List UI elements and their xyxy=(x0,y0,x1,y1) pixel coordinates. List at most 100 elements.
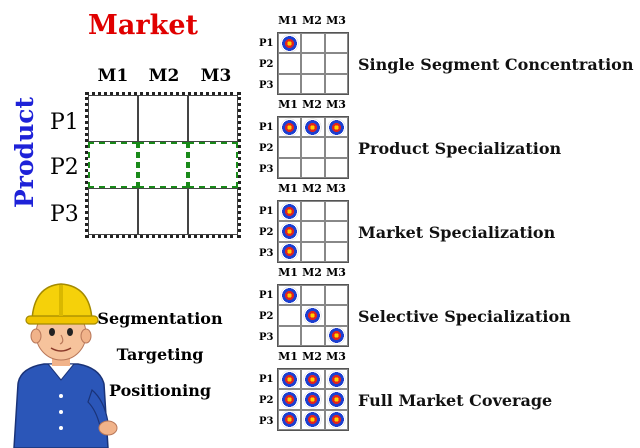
matrix-cell xyxy=(324,201,348,222)
matrix-cell xyxy=(324,409,348,430)
matrix-cell xyxy=(324,137,348,158)
target-icon xyxy=(281,222,299,240)
strategy-matrix xyxy=(277,368,349,431)
construction-worker-icon xyxy=(13,283,118,448)
matrix-cell xyxy=(278,409,302,430)
matrix-cell xyxy=(324,325,348,346)
matrix-cell xyxy=(278,389,302,410)
grid-cell xyxy=(88,95,138,142)
mini-row-label: P2 xyxy=(259,227,274,238)
matrix-cell xyxy=(324,305,348,326)
strategy-label: Single Segment Concentration xyxy=(358,55,634,74)
strategy-label: Market Specialization xyxy=(358,223,556,242)
target-icon xyxy=(327,390,345,408)
big-col-label: M1 xyxy=(97,66,129,86)
mini-col-label: M2 xyxy=(302,98,322,111)
target-icon xyxy=(327,370,345,388)
target-icon xyxy=(281,118,299,136)
mini-col-label: M2 xyxy=(302,350,322,363)
target-icon xyxy=(304,306,322,324)
strategy-matrix xyxy=(277,116,349,179)
matrix-cell xyxy=(278,117,302,138)
target-icon xyxy=(327,327,345,345)
strategy-matrix xyxy=(277,32,349,95)
matrix-cell xyxy=(324,221,348,242)
matrix-cell xyxy=(301,201,325,222)
mini-col-label: M2 xyxy=(302,182,322,195)
matrix-cell xyxy=(278,53,302,74)
matrix-cell xyxy=(301,241,325,262)
target-icon xyxy=(304,370,322,388)
mini-row-label: P3 xyxy=(259,332,274,343)
mini-row-label: P3 xyxy=(259,164,274,175)
matrix-cell xyxy=(301,285,325,306)
grid-cell-highlighted xyxy=(88,141,138,189)
matrix-cell xyxy=(278,73,302,94)
strategy-matrix xyxy=(277,284,349,347)
big-col-label: M3 xyxy=(200,66,232,86)
mini-col-label: M1 xyxy=(278,182,298,195)
grid-cell xyxy=(88,188,138,235)
matrix-cell xyxy=(301,137,325,158)
market-title: Market xyxy=(88,10,198,41)
matrix-cell xyxy=(324,285,348,306)
mini-row-label: P1 xyxy=(259,122,274,133)
matrix-cell xyxy=(278,241,302,262)
mini-col-label: M1 xyxy=(278,350,298,363)
big-col-label: M2 xyxy=(148,66,180,86)
mini-row-label: P1 xyxy=(259,290,274,301)
strategy-label: Selective Specialization xyxy=(358,307,571,326)
matrix-cell xyxy=(324,369,348,390)
stp-positioning: Positioning xyxy=(108,381,212,400)
target-icon xyxy=(304,411,322,429)
matrix-cell xyxy=(301,157,325,178)
mini-row-label: P1 xyxy=(259,38,274,49)
matrix-cell xyxy=(324,241,348,262)
target-icon xyxy=(327,411,345,429)
mini-row-label: P1 xyxy=(259,374,274,385)
matrix-cell xyxy=(301,325,325,346)
matrix-cell xyxy=(278,137,302,158)
stp-segmentation: Segmentation xyxy=(97,309,223,328)
mini-col-label: M1 xyxy=(278,14,298,27)
mini-row-label: P2 xyxy=(259,143,274,154)
strategy-matrix xyxy=(277,200,349,263)
target-icon xyxy=(281,243,299,261)
matrix-cell xyxy=(301,53,325,74)
mini-row-label: P1 xyxy=(259,206,274,217)
strategy-label: Full Market Coverage xyxy=(358,391,553,410)
mini-row-label: P3 xyxy=(259,248,274,259)
grid-cell xyxy=(138,188,188,235)
matrix-cell xyxy=(324,389,348,410)
matrix-cell xyxy=(301,389,325,410)
mini-col-label: M3 xyxy=(326,350,346,363)
mini-row-label: P2 xyxy=(259,395,274,406)
big-row-label: P3 xyxy=(50,202,79,227)
target-icon xyxy=(281,202,299,220)
grid-cell xyxy=(188,188,238,235)
mini-col-label: M3 xyxy=(326,266,346,279)
mini-col-label: M2 xyxy=(302,14,322,27)
mini-col-label: M3 xyxy=(326,14,346,27)
target-icon xyxy=(281,286,299,304)
matrix-cell xyxy=(278,325,302,346)
matrix-cell xyxy=(278,157,302,178)
grid-cell xyxy=(188,95,238,142)
matrix-cell xyxy=(301,305,325,326)
target-icon xyxy=(304,118,322,136)
matrix-cell xyxy=(301,369,325,390)
matrix-cell xyxy=(278,369,302,390)
target-icon xyxy=(327,118,345,136)
strategy-label: Product Specialization xyxy=(358,139,562,158)
matrix-cell xyxy=(301,33,325,54)
grid-cell-highlighted xyxy=(188,141,238,189)
matrix-cell xyxy=(324,53,348,74)
matrix-cell xyxy=(324,33,348,54)
matrix-cell xyxy=(301,73,325,94)
target-icon xyxy=(304,390,322,408)
matrix-cell xyxy=(324,157,348,178)
mini-row-label: P2 xyxy=(259,59,274,70)
matrix-cell xyxy=(278,285,302,306)
grid-cell xyxy=(138,95,188,142)
matrix-cell xyxy=(301,409,325,430)
